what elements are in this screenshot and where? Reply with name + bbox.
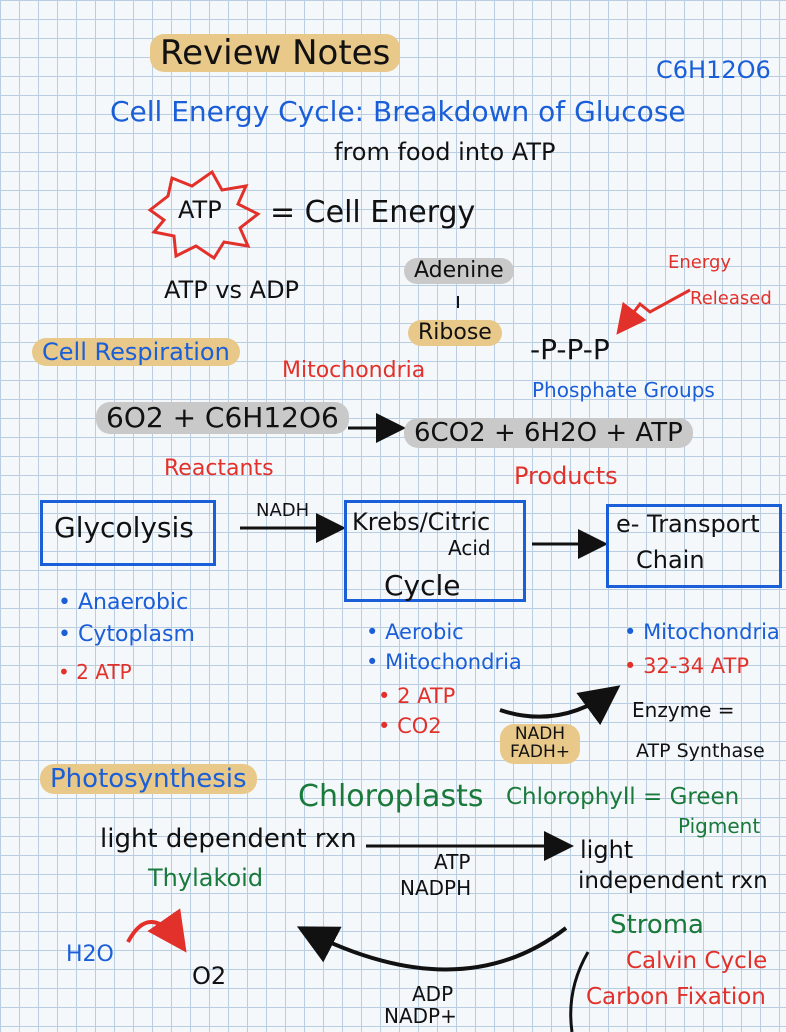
etc-bullet: • Mitochondria <box>624 620 780 644</box>
energy-released-arrow <box>616 288 691 335</box>
krebs-bullet-2: • Mitochondria <box>366 650 522 674</box>
cell-respiration-label: Cell Respiration <box>32 338 240 366</box>
krebs-name-line1: Krebs/Citric <box>352 508 491 536</box>
water-label: H2O <box>66 942 114 967</box>
cell-energy-label: = Cell Energy <box>270 195 476 230</box>
heading-line2: from food into ATP <box>334 138 556 166</box>
return-arrow <box>296 926 568 972</box>
water-to-oxygen-arrow <box>126 908 187 953</box>
heading: Cell Energy Cycle: Breakdown of Glucose <box>110 95 686 128</box>
glucose-formula: C6H12O6 <box>656 56 771 84</box>
energy-label: Energy <box>668 252 732 273</box>
glycolysis-bullet-2: • Cytoplasm <box>58 622 195 647</box>
adp-label: ADP <box>412 982 454 1006</box>
bracket-stroke <box>569 951 590 1032</box>
equation-reactants: 6O2 + C6H12O6 <box>96 402 349 434</box>
krebs-name-line3: Cycle <box>384 569 461 602</box>
nadh-to-enzyme-arrow <box>499 685 621 726</box>
light-label: light <box>580 836 634 864</box>
krebs-atp: • 2 ATP <box>378 684 456 708</box>
chloroplasts-label: Chloroplasts <box>298 779 484 814</box>
photosynthesis-label: Photosynthesis <box>40 764 257 794</box>
oxygen-label: O2 <box>192 962 227 990</box>
enzyme-label: Enzyme = <box>632 698 735 722</box>
nadp-label: NADP+ <box>384 1004 457 1028</box>
krebs-co2: • CO2 <box>378 714 442 738</box>
glycolysis-box <box>40 500 216 566</box>
ribose-label: Ribose <box>408 320 502 346</box>
mitochondria-label: Mitochondria <box>282 358 426 383</box>
page-title: Review Notes <box>150 34 401 72</box>
phosphate-chain: -P-P-P <box>530 333 610 366</box>
nadh-label: NADH <box>256 500 310 521</box>
released-label: Released <box>690 288 772 309</box>
atp-synthase-label: ATP Synthase <box>636 740 765 762</box>
krebs-name-line2: Acid <box>448 536 491 560</box>
light-dependent-label: light dependent rxn <box>100 824 357 854</box>
glycolysis-name: Glycolysis <box>54 511 194 544</box>
reactants-label: Reactants <box>164 456 274 481</box>
atp-badge: ATP <box>178 196 222 224</box>
atp-vs-adp: ATP vs ADP <box>164 276 300 304</box>
nadph-label: NADPH <box>400 876 472 900</box>
glycolysis-atp: • 2 ATP <box>58 660 132 684</box>
carbon-fixation-label: Carbon Fixation <box>586 984 766 1010</box>
chlorophyll-label: Chlorophyll = Green <box>506 784 740 810</box>
etc-name-line1: e- Transport <box>616 510 760 538</box>
etc-name-line2: Chain <box>636 546 705 574</box>
glycolysis-bullet-1: • Anaerobic <box>58 590 189 615</box>
krebs-bullet-1: • Aerobic <box>366 620 464 644</box>
etc-atp: • 32-34 ATP <box>624 654 749 678</box>
pigment-label: Pigment <box>678 814 761 838</box>
equation-products: 6CO2 + 6H2O + ATP <box>404 418 693 448</box>
atp-product-label: ATP <box>434 850 471 874</box>
phosphate-groups-label: Phosphate Groups <box>532 378 715 402</box>
etc-box <box>606 504 782 588</box>
krebs-box <box>344 500 526 602</box>
adenine-label: Adenine <box>404 258 514 284</box>
thylakoid-label: Thylakoid <box>148 864 264 892</box>
calvin-cycle-label: Calvin Cycle <box>626 948 768 974</box>
independent-label: independent rxn <box>578 868 768 894</box>
stroma-label: Stroma <box>610 910 704 940</box>
products-label: Products <box>514 462 618 490</box>
atp-starburst-icon <box>147 169 261 261</box>
